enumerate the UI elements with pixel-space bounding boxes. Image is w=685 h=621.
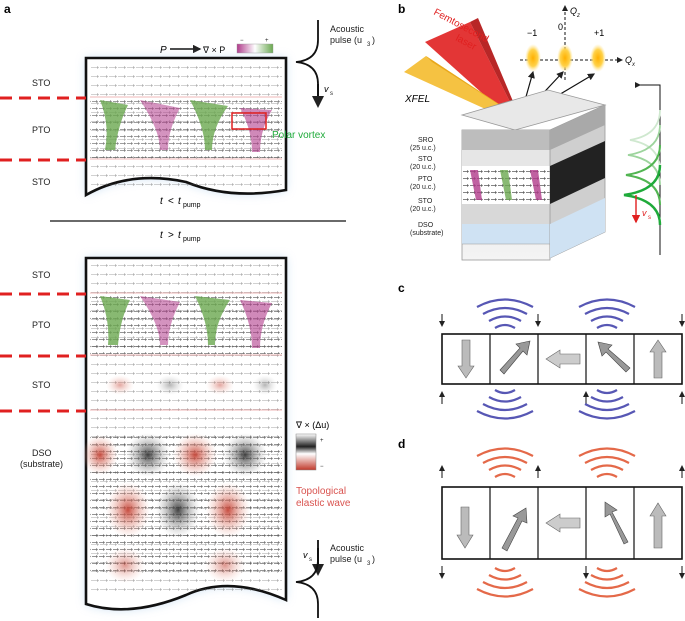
order-minus-1: −1 [527, 28, 537, 38]
panel-d-label: d [398, 437, 405, 451]
xfel-label: XFEL [404, 94, 430, 105]
legend-plus: + [265, 38, 269, 44]
svg-text:+: + [320, 438, 324, 444]
svg-text:v: v [303, 550, 308, 560]
svg-text:pump: pump [183, 202, 201, 209]
svg-text:Acoustic: Acoustic [330, 543, 365, 553]
bottom-simulation-box [82, 256, 288, 611]
diffraction-pattern: −1 0 +1 Q z Q x [519, 5, 636, 119]
svg-text:Acoustic: Acoustic [330, 24, 365, 34]
cell-arrow-up [649, 339, 667, 379]
bottom-layer-dso: DSO [32, 448, 52, 458]
panel-d-waves-bottom [476, 567, 636, 598]
panel-c-label: c [398, 281, 405, 295]
topological-label-2: elastic wave [296, 498, 351, 509]
svg-text:∇ × (Δu): ∇ × (Δu) [295, 420, 329, 430]
svg-text:(20 u.c.): (20 u.c.) [410, 184, 436, 191]
svg-text:DSO: DSO [418, 222, 434, 229]
cell-d-arrow-down [456, 506, 474, 549]
bottom-layer-substrate: (substrate) [20, 459, 63, 469]
qx-label: Q [625, 55, 632, 65]
svg-text:t: t [160, 196, 164, 207]
bottom-layer-pto: PTO [32, 320, 50, 330]
vs-label-b: v [642, 208, 647, 218]
top-layer-sto2: STO [32, 177, 50, 187]
panel-a-label: a [4, 2, 11, 16]
cell-d-arrow-diag-2 [604, 501, 629, 545]
polar-vortex-label: Polar vortex [272, 130, 325, 141]
sample-cube [460, 89, 607, 261]
curl-u-legend: ∇ × (Δu) + − [295, 420, 329, 471]
svg-text:STO: STO [418, 198, 433, 205]
svg-text:t: t [178, 196, 182, 207]
curl-p-colorbar [236, 43, 274, 54]
svg-text:t: t [178, 230, 182, 241]
svg-text:): ) [372, 554, 375, 564]
acoustic-pulse-top: Acoustic pulse (u 3 ) v s [295, 20, 375, 108]
vortex-highlight-box [231, 112, 267, 130]
top-simulation-box [84, 56, 288, 198]
cell-arrow-down [457, 339, 475, 379]
time-label-before: t < t pump [160, 196, 201, 209]
svg-text:−: − [320, 464, 324, 470]
panel-c-waves-bottom [476, 389, 636, 420]
svg-text:(25 u.c.): (25 u.c.) [410, 145, 436, 152]
topological-label-1: Topological [296, 486, 346, 497]
time-label-after: t > t pump [160, 230, 201, 243]
qz-label: Q [570, 6, 577, 16]
top-layer-sto1: STO [32, 78, 50, 88]
svg-text:s: s [309, 557, 312, 563]
svg-text:t: t [160, 230, 164, 241]
cell-d-arrow-diag-1 [501, 507, 528, 552]
panel-d-waves-top [476, 447, 636, 478]
cell-arrow-diag-1 [499, 340, 531, 375]
cell-arrow-left [545, 349, 581, 369]
curl-u-colorbar [295, 433, 317, 471]
legend-curl-text: ∇ × P [202, 45, 225, 55]
bottom-layer-sto1: STO [32, 270, 50, 280]
svg-text:PTO: PTO [418, 176, 433, 183]
svg-text:s: s [330, 91, 333, 97]
cell-d-arrow-up [649, 502, 667, 549]
legend-p-text: P [160, 45, 167, 56]
top-layer-pto: PTO [32, 125, 50, 135]
curl-p-legend: P ∇ × P − + [160, 38, 274, 56]
order-0: 0 [558, 22, 563, 32]
svg-text:pump: pump [183, 236, 201, 243]
svg-text:v: v [324, 84, 329, 94]
svg-text:s: s [648, 215, 651, 221]
panel-d-box [441, 486, 683, 560]
cube-layer-labels: SRO (25 u.c.) STO (20 u.c.) PTO (20 u.c.… [410, 137, 443, 237]
cell-arrow-diag-2 [597, 341, 631, 373]
svg-text:): ) [372, 35, 375, 45]
femtosecond-laser-beam [425, 18, 520, 120]
panel-b-label: b [398, 2, 405, 16]
svg-text:pulse (u: pulse (u [330, 35, 362, 45]
svg-text:(20 u.c.): (20 u.c.) [410, 206, 436, 213]
svg-text:STO: STO [418, 156, 433, 163]
xfel-beam [404, 56, 520, 122]
svg-text:(substrate): (substrate) [410, 230, 443, 237]
svg-text:SRO: SRO [418, 137, 434, 144]
svg-text:x: x [631, 62, 636, 68]
legend-minus: − [240, 38, 244, 44]
panel-c-box [441, 333, 683, 385]
svg-text:3: 3 [367, 561, 371, 567]
svg-text:z: z [576, 13, 580, 19]
svg-text:3: 3 [367, 42, 371, 48]
pulse-schematic: v s [623, 82, 662, 255]
acoustic-pulse-bottom: v s Acoustic pulse (u 3 ) [295, 540, 375, 618]
bottom-layer-sto2: STO [32, 380, 50, 390]
cell-d-arrow-left [545, 513, 581, 533]
order-plus-1: +1 [594, 28, 604, 38]
svg-text:(20 u.c.): (20 u.c.) [410, 164, 436, 171]
svg-text:>: > [168, 230, 174, 241]
panel-d-strain-arrows [439, 465, 685, 579]
svg-text:pulse (u: pulse (u [330, 554, 362, 564]
panel-c-waves-top [476, 298, 636, 329]
panel-c-strain-arrows [439, 314, 685, 404]
svg-text:<: < [168, 196, 174, 207]
